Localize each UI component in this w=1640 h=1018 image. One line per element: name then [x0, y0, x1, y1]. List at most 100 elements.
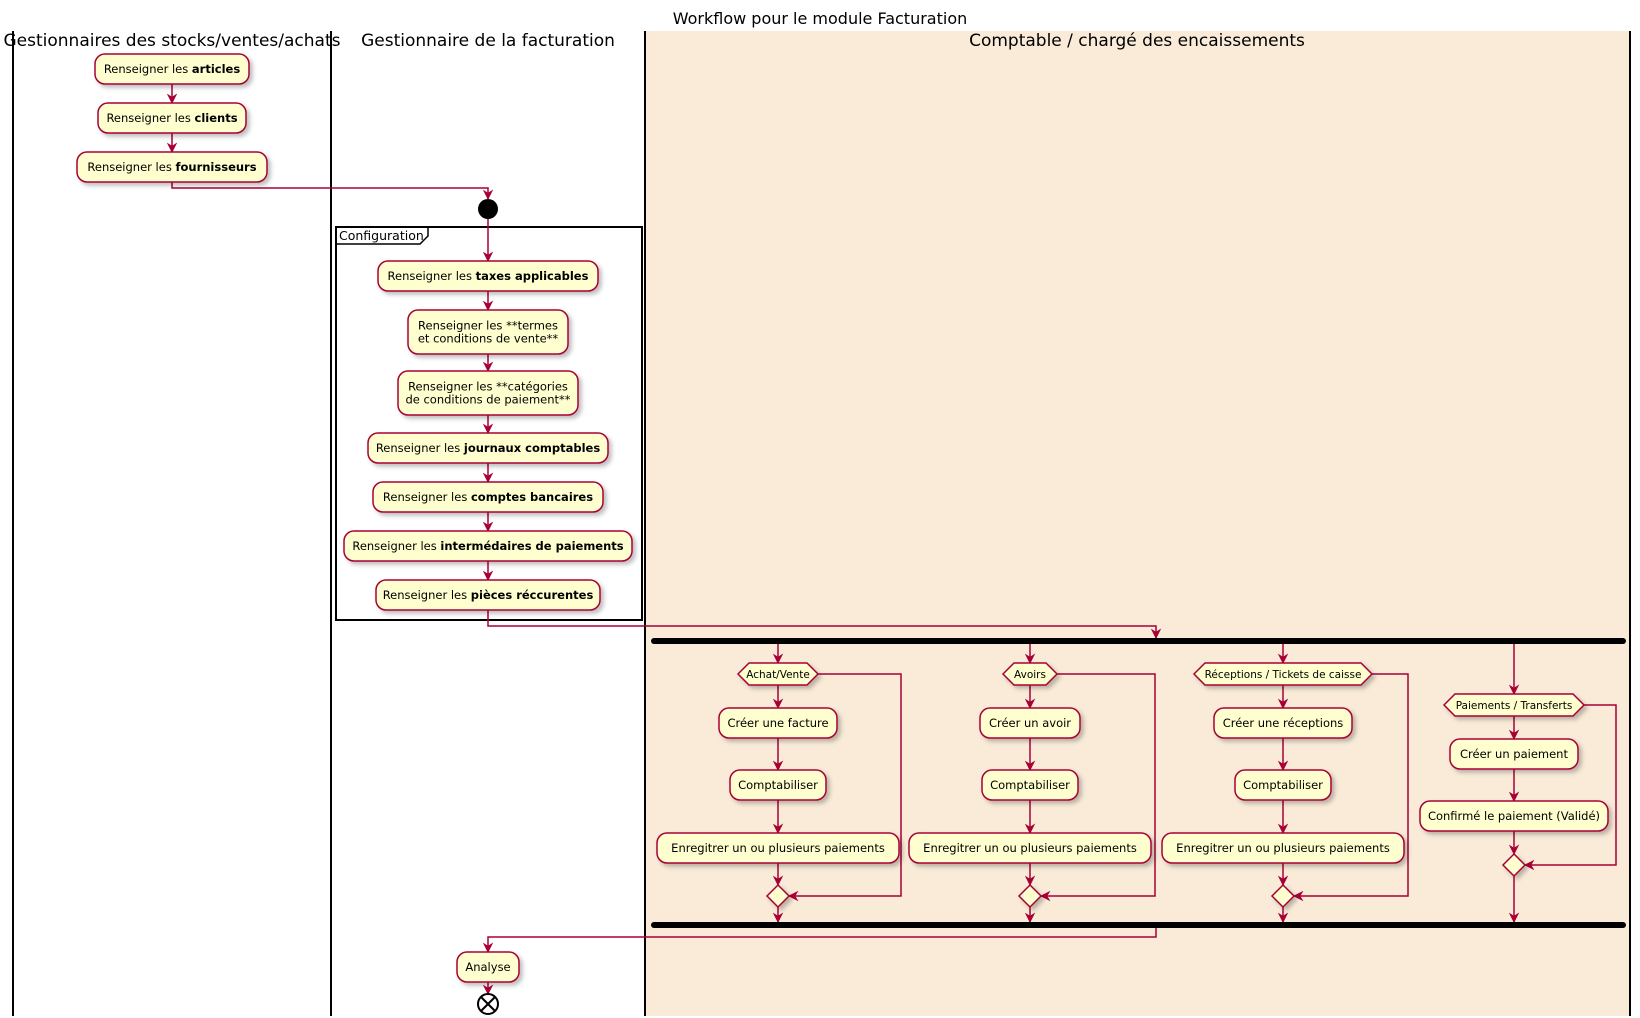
final-activity-analyse-text-normal: Analyse [465, 960, 510, 974]
branch-1-activity-1: Comptabiliser [981, 769, 1079, 801]
config-activity-0: Renseigner les taxes applicables [377, 260, 599, 292]
final-activity-analyse: Analyse [456, 951, 520, 983]
branch-decision-2-label: Réceptions / Tickets de caisse [1205, 669, 1362, 681]
config-activity-6-text-normal: Renseigner les [383, 588, 471, 602]
branch-0-activity-1-text: Comptabiliser [738, 778, 818, 792]
else-path-2 [1372, 673, 1409, 876]
config-activity-6-text-bold: pièces réccurentes [471, 588, 594, 602]
branch-2-activity-1-text: Comptabiliser [1243, 778, 1323, 792]
lane1-activity-0-text-bold: articles [192, 62, 240, 76]
branch-0-activity-2-text-normal: Enregitrer un ou plusieurs paiements [671, 841, 885, 855]
lane1-activity-1-text-normal: Renseigner les [106, 111, 194, 125]
start-node [478, 199, 498, 219]
config-activity-4-text: Renseigner les comptes bancaires [383, 490, 593, 504]
else-arrow-2 [1292, 876, 1409, 902]
diagram-title: Workflow pour le module Facturation [673, 9, 968, 28]
branch-merge-0 [765, 883, 791, 909]
end-node [477, 993, 499, 1015]
connectors [166, 84, 1617, 996]
branch-3-activity-1: Confirmé le paiement (Validé) [1419, 800, 1609, 832]
branch-2-activity-2-text-normal: Enregitrer un ou plusieurs paiements [1176, 841, 1390, 855]
else-path-1 [1057, 673, 1156, 876]
branch-3-activity-0-text-normal: Créer un paiement [1460, 747, 1568, 761]
config-activity-2-text-normal: Renseigner les **catégories [408, 380, 568, 394]
else-arrow-1 [1039, 876, 1156, 902]
branch-0-activity-0-text: Créer une facture [727, 716, 828, 730]
fork-bar [651, 638, 1626, 644]
branch-2-activity-2-text: Enregitrer un ou plusieurs paiements [1176, 841, 1390, 855]
branch-0-activity-2: Enregitrer un ou plusieurs paiements [656, 832, 900, 864]
branch-2-activity-2: Enregitrer un ou plusieurs paiements [1161, 832, 1405, 864]
config-activity-1-text-normal: Renseigner les **termes [418, 319, 558, 333]
config-activity-4: Renseigner les comptes bancaires [372, 481, 604, 513]
config-activity-5-text-bold: intermédaires de paiements [440, 539, 623, 553]
branch-1-activity-0: Créer un avoir [979, 707, 1081, 739]
lane1-activity-0: Renseigner les articles [94, 53, 250, 85]
lane1-activity-0-text-normal: Renseigner les [104, 62, 192, 76]
lane-title-stocks: Gestionnaires des stocks/ventes/achats [4, 31, 341, 51]
branch-3-activity-1-text-normal: Confirmé le paiement (Validé) [1428, 809, 1600, 823]
config-activity-6: Renseigner les pièces réccurentes [375, 579, 601, 611]
branch-decision-3: Paiements / Transferts [1442, 693, 1586, 717]
branch-merge-3 [1501, 852, 1527, 878]
configuration-group: Configuration [335, 226, 643, 621]
branch-0-activity-1-text-normal: Comptabiliser [738, 778, 818, 792]
branch-decision-1: Avoirs [1001, 662, 1059, 686]
config-activity-5: Renseigner les intermédaires de paiement… [343, 530, 633, 562]
config-activity-0-text-bold: taxes applicables [476, 269, 589, 283]
branch-merge-2 [1270, 883, 1296, 909]
branch-1-activity-0-text-normal: Créer un avoir [989, 716, 1071, 730]
config-activity-2-text: de conditions de paiement** [405, 393, 570, 407]
branch-1-activity-2-text: Enregitrer un ou plusieurs paiements [923, 841, 1137, 855]
config-activity-4-text-bold: comptes bancaires [471, 490, 593, 504]
branch-0-activity-0-text-normal: Créer une facture [727, 716, 828, 730]
config-activity-1-text: et conditions de vente** [418, 332, 559, 346]
config-activity-1-text: Renseigner les **termes [418, 319, 558, 333]
branch-decision-2: Réceptions / Tickets de caisse [1192, 662, 1374, 686]
lane1-activity-2: Renseigner les fournisseurs [76, 151, 268, 183]
config-activity-2-text: Renseigner les **catégories [408, 380, 568, 394]
else-arrow-3 [1523, 845, 1617, 871]
branch-2-activity-1-text-normal: Comptabiliser [1243, 778, 1323, 792]
branch-0-activity-0: Créer une facture [718, 707, 838, 739]
config-activity-0-text: Renseigner les taxes applicables [388, 269, 589, 283]
branch-decision-3-label: Paiements / Transferts [1456, 700, 1573, 712]
config-activity-5-text: Renseigner les intermédaires de paiement… [352, 539, 623, 553]
config-activity-3-text: Renseigner les journaux comptables [376, 441, 600, 455]
arrow-to-fork [487, 610, 1162, 640]
branch-2-activity-0: Créer une réceptions [1213, 707, 1353, 739]
branch-0-activity-1: Comptabiliser [729, 769, 827, 801]
arrow-to-start [171, 182, 494, 201]
config-activity-0-text-normal: Renseigner les [388, 269, 476, 283]
lane1-activity-2-text-normal: Renseigner les [87, 160, 175, 174]
lane1-activity-1-text: Renseigner les clients [106, 111, 237, 125]
lane-title-comptable: Comptable / chargé des encaissements [969, 31, 1305, 51]
branch-3-activity-0-text: Créer un paiement [1460, 747, 1568, 761]
branch-decision-1-label: Avoirs [1014, 669, 1046, 681]
lane1-activity-1-text-bold: clients [195, 111, 238, 125]
branch-2-activity-0-text: Créer une réceptions [1223, 716, 1344, 730]
config-activity-3-text-normal: Renseigner les [376, 441, 464, 455]
lane-title-facturation: Gestionnaire de la facturation [361, 31, 615, 51]
branch-decision-0-label: Achat/Vente [746, 669, 810, 681]
config-activity-4-text-normal: Renseigner les [383, 490, 471, 504]
lane-comptable-background [645, 31, 1630, 1016]
branch-decision-0: Achat/Vente [736, 662, 820, 686]
lane1-activity-2-text: Renseigner les fournisseurs [87, 160, 256, 174]
join-bar [651, 922, 1626, 928]
branch-1-activity-1-text-normal: Comptabiliser [990, 778, 1070, 792]
branch-2-activity-0-text-normal: Créer une réceptions [1223, 716, 1344, 730]
branch-3-activity-0: Créer un paiement [1449, 738, 1579, 770]
lane1-activity-2-text-bold: fournisseurs [175, 160, 256, 174]
config-activity-1-text-normal: et conditions de vente** [418, 332, 559, 346]
config-activity-6-text: Renseigner les pièces réccurentes [383, 588, 594, 602]
config-activity-3: Renseigner les journaux comptables [367, 432, 609, 464]
branch-merge-1 [1017, 883, 1043, 909]
else-path-3 [1584, 704, 1617, 845]
config-activity-3-text-bold: journaux comptables [463, 441, 600, 455]
else-path-0 [818, 673, 902, 876]
else-arrow-0 [787, 876, 902, 902]
